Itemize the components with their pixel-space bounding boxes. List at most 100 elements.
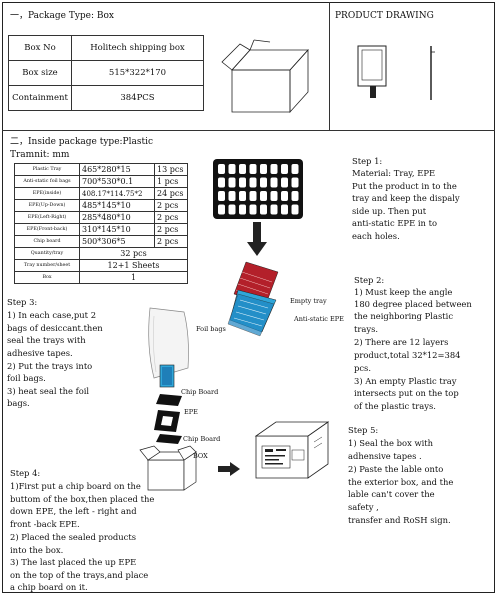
- step5-title: Step 5:: [348, 425, 379, 435]
- step4-title: Step 4:: [10, 468, 41, 478]
- material-qty: 1 pcs: [154, 175, 188, 188]
- step4-line: into the box.: [10, 545, 64, 555]
- tray-hole: [291, 191, 299, 201]
- tray-illustration: [213, 159, 303, 219]
- material-label: Anti-static foil bags: [14, 175, 80, 188]
- material-label: EPE(Left-Right): [14, 211, 80, 224]
- box-count-value: 1: [79, 271, 188, 284]
- box-count-label: Box: [14, 271, 80, 284]
- closed-box-illustration: [254, 421, 330, 479]
- box-info-table: Box No Holitech shipping box Box size 51…: [8, 35, 204, 111]
- anti-static-epe-label: Anti-static EPE: [294, 315, 344, 323]
- product-drawing-heading: PRODUCT DRAWING: [335, 11, 434, 21]
- material-label: Plastic Tray: [14, 163, 80, 176]
- step5-line: safety ,: [348, 502, 379, 512]
- containment-label: Containment: [8, 85, 72, 111]
- step1-line: Put the product in to the: [352, 181, 457, 191]
- column-divider: [329, 2, 330, 130]
- material-qty: 2 pcs: [154, 211, 188, 224]
- chip-board-bottom-illustration: [156, 434, 182, 444]
- step1-line: Material: Tray, EPE: [352, 168, 436, 178]
- step2-line: product,total 32*12=384: [354, 350, 461, 360]
- tray-hole: [281, 191, 288, 201]
- tray-hole: [260, 204, 267, 215]
- tray-hole: [249, 177, 257, 188]
- chip-board-bottom-label: Chip Board: [183, 435, 221, 443]
- qty-per-tray-label: Quantity/tray: [14, 247, 80, 260]
- tray-hole: [270, 164, 278, 174]
- tray-hole: [228, 204, 236, 215]
- step4-line: 3) The last placed the up EPE: [10, 557, 137, 567]
- containment-value: 384PCS: [71, 85, 204, 111]
- step2-line: 3) An empty Plastic tray: [354, 376, 457, 386]
- material-qty: 2 pcs: [154, 199, 188, 212]
- material-size: 500*306*5: [79, 235, 155, 248]
- step5-line: lable can't cover the: [348, 489, 435, 499]
- tray-hole: [239, 191, 246, 201]
- shipping-box-illustration: [221, 39, 309, 114]
- box-no-label: Box No: [8, 35, 72, 61]
- material-size: 285*480*10: [79, 211, 155, 224]
- material-qty: 2 pcs: [154, 223, 188, 236]
- step2-line: trays.: [354, 324, 379, 334]
- unit-label: Tramnit: mm: [10, 150, 70, 160]
- product-side-view: [430, 46, 435, 100]
- tray-hole: [260, 191, 267, 201]
- tray-hole: [218, 164, 225, 174]
- material-qty: 13 pcs: [154, 163, 188, 176]
- material-label: Chip board: [14, 235, 80, 248]
- step3-line: bags.: [7, 398, 30, 408]
- step5-line: transfer and RoSH sign.: [348, 515, 451, 525]
- table-row: Containment 384PCS: [8, 85, 204, 111]
- tray-hole: [249, 204, 257, 215]
- step2-line: intersects put on the top: [354, 388, 459, 398]
- step5-line: adhensive tapes .: [348, 451, 422, 461]
- step3-line: 2) Put the trays into: [7, 361, 93, 371]
- step3-line: bags of desiccant.then: [7, 323, 103, 333]
- step4-line: buttom of the box,then placed the: [10, 494, 155, 504]
- table-row: Box No Holitech shipping box: [8, 35, 204, 61]
- tray-hole: [228, 191, 236, 201]
- step5-line: the exterior box, and the: [348, 477, 454, 487]
- step5-line: 1) Seal the box with: [348, 438, 434, 448]
- empty-tray-label: Empty tray: [290, 297, 327, 305]
- step1-line: tray and keep the dispaly: [352, 193, 460, 203]
- step5-line: 2) Paste the lable onto: [348, 464, 444, 474]
- box-size-label: Box size: [8, 60, 72, 86]
- step1-line: side up. Then put: [352, 206, 427, 216]
- tray-hole: [239, 204, 246, 215]
- tray-hole: [260, 177, 267, 188]
- tray-hole: [218, 191, 225, 201]
- sealed-package-illustration: [159, 364, 175, 388]
- tray-hole: [239, 164, 246, 174]
- step1-title: Step 1:: [352, 156, 383, 166]
- material-size: 408.17*114.75*2: [79, 187, 155, 200]
- tray-hole: [291, 177, 299, 188]
- material-size: 465*280*15: [79, 163, 155, 176]
- material-size: 700*530*0.1: [79, 175, 155, 188]
- step4-line: on the top of the trays,and place: [10, 570, 149, 580]
- section-divider: [2, 130, 495, 131]
- step2-line: of the plastic trays.: [354, 401, 436, 411]
- step1-line: anti-static EPE in to: [352, 218, 437, 228]
- box-label: BOX: [193, 452, 208, 460]
- material-qty: 2 pcs: [154, 235, 188, 248]
- tray-hole: [281, 204, 288, 215]
- arrow-right-icon: [218, 462, 240, 476]
- section1-heading: 一，Package Type: Box: [10, 11, 115, 21]
- tray-hole: [281, 164, 288, 174]
- chip-board-top-label: Chip Board: [181, 388, 219, 396]
- step3-title: Step 3:: [7, 297, 38, 307]
- material-label: EPE(Front-back): [14, 223, 80, 236]
- step2-line: 2) There are 12 layers: [354, 337, 449, 347]
- tray-hole: [270, 177, 278, 188]
- foil-bags-label: Foil bags: [196, 325, 226, 333]
- step2-line: the neighboring Plastic: [354, 311, 454, 321]
